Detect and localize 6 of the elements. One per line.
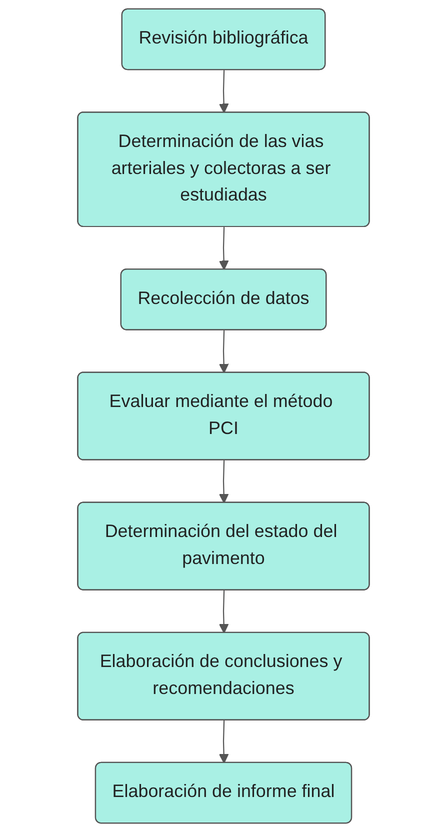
arrow <box>218 460 229 504</box>
arrow <box>218 70 229 114</box>
arrow <box>218 227 229 270</box>
arrow <box>218 720 229 764</box>
arrow <box>218 330 229 374</box>
arrow <box>218 590 229 634</box>
